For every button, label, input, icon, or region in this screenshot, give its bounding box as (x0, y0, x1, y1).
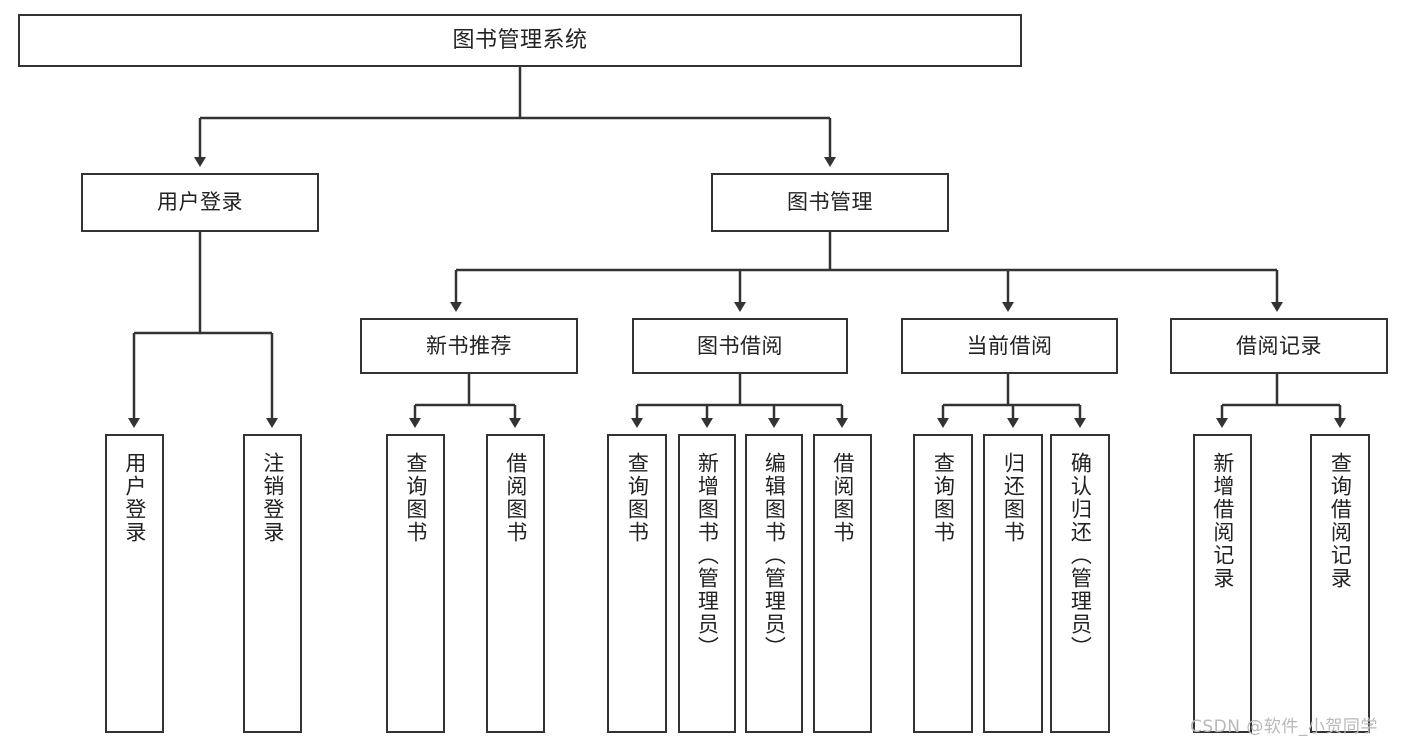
node-leaf-query-book-2-label: 查询图书 (625, 452, 650, 544)
node-user-login-label: 用户登录 (157, 190, 243, 215)
node-leaf-borrow-book-2[interactable]: 借阅图书 (813, 434, 872, 733)
node-book-borrow[interactable]: 图书借阅 (632, 318, 848, 374)
node-leaf-logout-login[interactable]: 注销登录 (243, 434, 302, 733)
node-leaf-add-borrow-record[interactable]: 新增借阅记录 (1193, 434, 1252, 733)
node-leaf-add-book-admin[interactable]: 新增图书（管理员） (678, 434, 736, 733)
node-new-book-recommend[interactable]: 新书推荐 (360, 318, 578, 374)
node-root-label: 图书管理系统 (452, 27, 588, 53)
node-leaf-borrow-book-2-label: 借阅图书 (830, 452, 855, 544)
node-book-manage[interactable]: 图书管理 (711, 173, 949, 232)
node-book-manage-label: 图书管理 (787, 190, 873, 215)
node-leaf-confirm-return-admin-label: 确认归还（管理员） (1068, 452, 1093, 659)
node-leaf-query-borrow-record-label: 查询借阅记录 (1328, 452, 1353, 590)
node-leaf-query-book-1[interactable]: 查询图书 (386, 434, 445, 733)
watermark-text: CSDN @软件_小贺同学 (1190, 717, 1378, 737)
node-borrow-record-label: 借阅记录 (1236, 333, 1322, 358)
node-leaf-confirm-return-admin[interactable]: 确认归还（管理员） (1050, 434, 1110, 733)
node-leaf-query-book-1-label: 查询图书 (403, 452, 428, 544)
node-leaf-borrow-book-1[interactable]: 借阅图书 (486, 434, 545, 733)
node-leaf-edit-book-admin[interactable]: 编辑图书（管理员） (745, 434, 803, 733)
node-leaf-add-borrow-record-label: 新增借阅记录 (1210, 452, 1235, 590)
node-book-borrow-label: 图书借阅 (697, 333, 783, 358)
node-leaf-logout-login-label: 注销登录 (260, 452, 285, 544)
node-root[interactable]: 图书管理系统 (18, 14, 1022, 67)
node-current-borrow-label: 当前借阅 (966, 333, 1053, 358)
node-leaf-return-book[interactable]: 归还图书 (983, 434, 1043, 733)
node-new-book-recommend-label: 新书推荐 (426, 333, 512, 358)
node-user-login[interactable]: 用户登录 (81, 173, 319, 232)
node-leaf-user-login-label: 用户登录 (122, 452, 147, 544)
node-leaf-user-login[interactable]: 用户登录 (105, 434, 164, 733)
node-leaf-edit-book-admin-label: 编辑图书（管理员） (762, 452, 787, 659)
node-leaf-return-book-label: 归还图书 (1001, 452, 1026, 544)
node-leaf-query-book-2[interactable]: 查询图书 (607, 434, 667, 733)
node-current-borrow[interactable]: 当前借阅 (901, 318, 1118, 374)
node-borrow-record[interactable]: 借阅记录 (1170, 318, 1388, 374)
node-leaf-query-book-3[interactable]: 查询图书 (913, 434, 973, 733)
node-leaf-add-book-admin-label: 新增图书（管理员） (695, 452, 720, 659)
node-leaf-query-borrow-record[interactable]: 查询借阅记录 (1310, 434, 1370, 733)
node-leaf-query-book-3-label: 查询图书 (931, 452, 956, 544)
node-leaf-borrow-book-1-label: 借阅图书 (503, 452, 528, 544)
